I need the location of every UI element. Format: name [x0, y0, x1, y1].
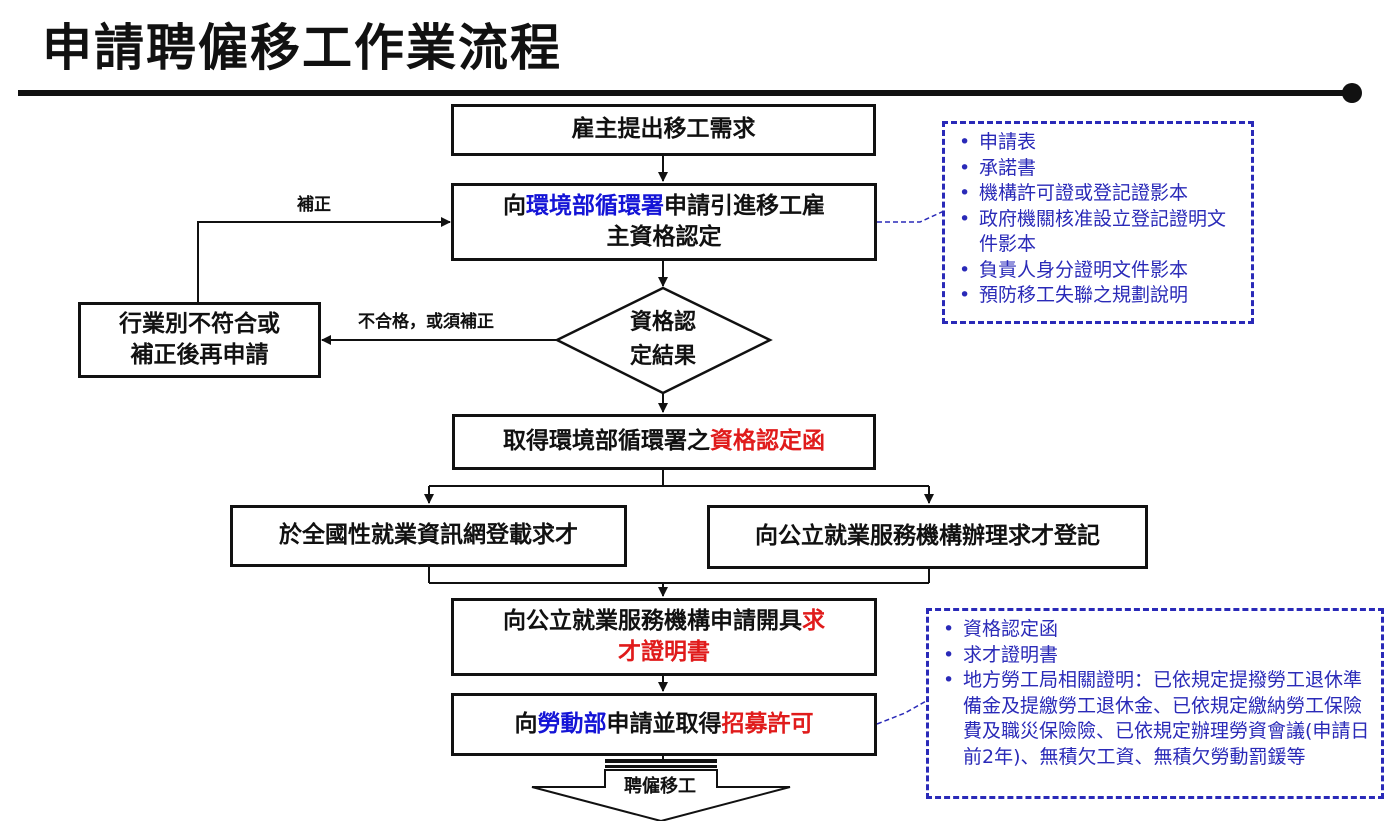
step-recruitment-permit: 向勞動部申請並取得招募許可: [451, 693, 877, 756]
label-fail: 不合格，或須補正: [358, 312, 494, 332]
decision-diamond: [554, 286, 773, 395]
step-online-recruitment: 於全國性就業資訊網登載求才: [230, 505, 627, 567]
step-reapply: 行業別不符合或 補正後再申請: [78, 302, 321, 378]
note2-item: 資格認定函: [939, 617, 1371, 643]
note2-item: 地方勞工局相關證明：已依規定提撥勞工退休準備金及提繳勞工退休金、已依規定繳納勞工…: [939, 668, 1371, 770]
label-correction: 補正: [297, 195, 331, 215]
note1-item: 預防移工失聯之規劃說明: [955, 283, 1241, 309]
step-recruitment-certificate: 向公立就業服務機構申請開具求 才證明書: [451, 598, 877, 676]
arrow-correction-loop: [197, 217, 451, 302]
recruitment-permit-emphasis: 招募許可: [721, 710, 814, 737]
title-rule-dot: [1342, 83, 1362, 103]
step-employer-request: 雇主提出移工需求: [451, 104, 876, 156]
agency-epa: 環境部循環署: [526, 192, 664, 219]
step-public-recruitment: 向公立就業服務機構辦理求才登記: [707, 505, 1148, 569]
agency-mol: 勞動部: [537, 710, 607, 737]
note1-item: 政府機關核准設立登記證明文件影本: [955, 207, 1241, 258]
note1-item: 申請表: [955, 130, 1241, 156]
documents-note-1: 申請表 承諾書 機構許可證或登記證影本 政府機關核准設立登記證明文件影本 負責人…: [942, 121, 1254, 324]
decision-label: 資格認 定結果: [629, 310, 696, 369]
note1-item: 承諾書: [955, 156, 1241, 182]
note2-connector: [876, 699, 929, 725]
final-step-label: 聘僱移工: [624, 776, 696, 797]
step-qualification-letter: 取得環境部循環署之資格認定函: [452, 414, 876, 470]
qualification-letter-emphasis: 資格認定函: [710, 428, 825, 455]
page-title: 申請聘僱移工作業流程: [42, 19, 562, 77]
final-arrow: [531, 759, 791, 821]
note2-item: 求才證明書: [939, 643, 1371, 669]
note1-item: 機構許可證或登記證影本: [955, 181, 1241, 207]
note1-connector: [877, 210, 945, 223]
documents-note-2: 資格認定函 求才證明書 地方勞工局相關證明：已依規定提撥勞工退休準備金及提繳勞工…: [926, 608, 1384, 799]
step-qualification-application: 向環境部循環署申請引進移工雇 主資格認定: [451, 183, 877, 261]
note1-item: 負責人身分證明文件影本: [955, 258, 1241, 284]
